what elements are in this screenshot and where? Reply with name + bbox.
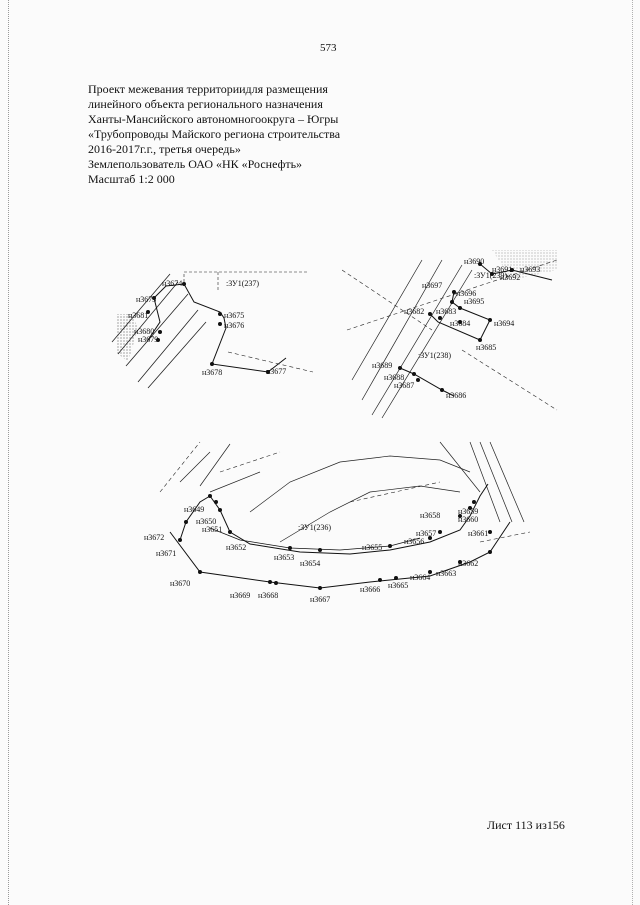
point-label: н3650 [196,517,216,526]
point-label: н3657 [416,529,436,538]
point-label: н3691 [492,265,512,274]
point-label: н3686 [446,391,466,400]
point-label: н3675 [224,311,244,320]
point-label: н3671 [156,549,176,558]
scan-edge-right [632,0,634,905]
sheet-footer: Лист 113 из156 [487,818,565,832]
point-label: н3682 [404,307,424,316]
point-label: н3656 [404,537,424,546]
point-label: н3673 [136,295,156,304]
title-line: Проект межевания территориидля размещени… [88,82,328,96]
point-label: н3693 [520,265,540,274]
title-line: 2016-2017г.г., третья очередь» [88,142,241,156]
point-label: н3669 [230,591,250,600]
point-label: н3683 [436,307,456,316]
title-line: «Трубопроводы Майского региона строитель… [88,127,341,141]
cadastral-drawing-2: н3690 н3691 н3692 н3693 :ЗУ1(239) н3697 … [342,240,562,420]
point-label: н3667 [310,595,330,604]
land-user-line: Землепользователь ОАО «НК «Роснефть» [88,157,303,171]
point-label: н3670 [170,579,190,588]
point-label: н3665 [388,581,408,590]
point-label: н3689 [372,361,392,370]
point-label: н3687 [394,381,414,390]
title-line: линейного объекта регионального назначен… [88,97,323,111]
point-label: н3684 [450,319,470,328]
scale-line: Масштаб 1:2 000 [88,172,175,186]
point-label: н3695 [464,297,484,306]
point-label: н3662 [458,559,478,568]
point-label: н3685 [476,343,496,352]
point-label: н3651 [202,525,222,534]
point-label: н3677 [266,367,286,376]
point-label: н3692 [500,273,520,282]
scan-edge-left [8,0,10,905]
point-label: н3663 [436,569,456,578]
title-line: Ханты-Мансийского автономногоокруга – Юг… [88,112,339,126]
parcel-label: :ЗУ1(237) [226,279,259,288]
parcel-label: :ЗУ1(238) [418,351,451,360]
parcel-label: :ЗУ1(236) [298,523,331,532]
point-label: н3652 [226,543,246,552]
point-label: н3696 [456,289,476,298]
point-label: н3672 [144,533,164,542]
title-block: Проект межевания территориидля размещени… [88,82,388,187]
point-label: н3649 [184,505,204,514]
cadastral-drawing-3: н3649 н3650 н3651 н3672 н3671 н3652 н365… [140,432,540,612]
point-label: н3666 [360,585,380,594]
page-number: 573 [320,42,337,54]
point-label: н3697 [422,281,442,290]
parcel-label: :ЗУ1(239) [474,271,507,280]
point-label: н3654 [300,559,320,568]
point-label: н3674 [162,279,182,288]
point-label: н3676 [224,321,244,330]
point-label: н3679 [138,335,158,344]
point-label: н3690 [464,257,484,266]
point-label: н3661 [468,529,488,538]
point-label: н3668 [258,591,278,600]
point-label: н3680 [134,327,154,336]
point-label: н3655 [362,543,382,552]
point-label: н3688 [384,373,404,382]
point-label: н3653 [274,553,294,562]
point-label: н3664 [410,573,430,582]
point-label: н3659 [458,507,478,516]
point-label: н3678 [202,368,222,377]
cadastral-drawing-1: :ЗУ1(237) н3674 н3673 н3681 н3680 н3679 … [108,262,318,392]
point-label: н3658 [420,511,440,520]
point-label: н3681 [128,311,148,320]
point-label: н3660 [458,515,478,524]
point-label: н3694 [494,319,514,328]
